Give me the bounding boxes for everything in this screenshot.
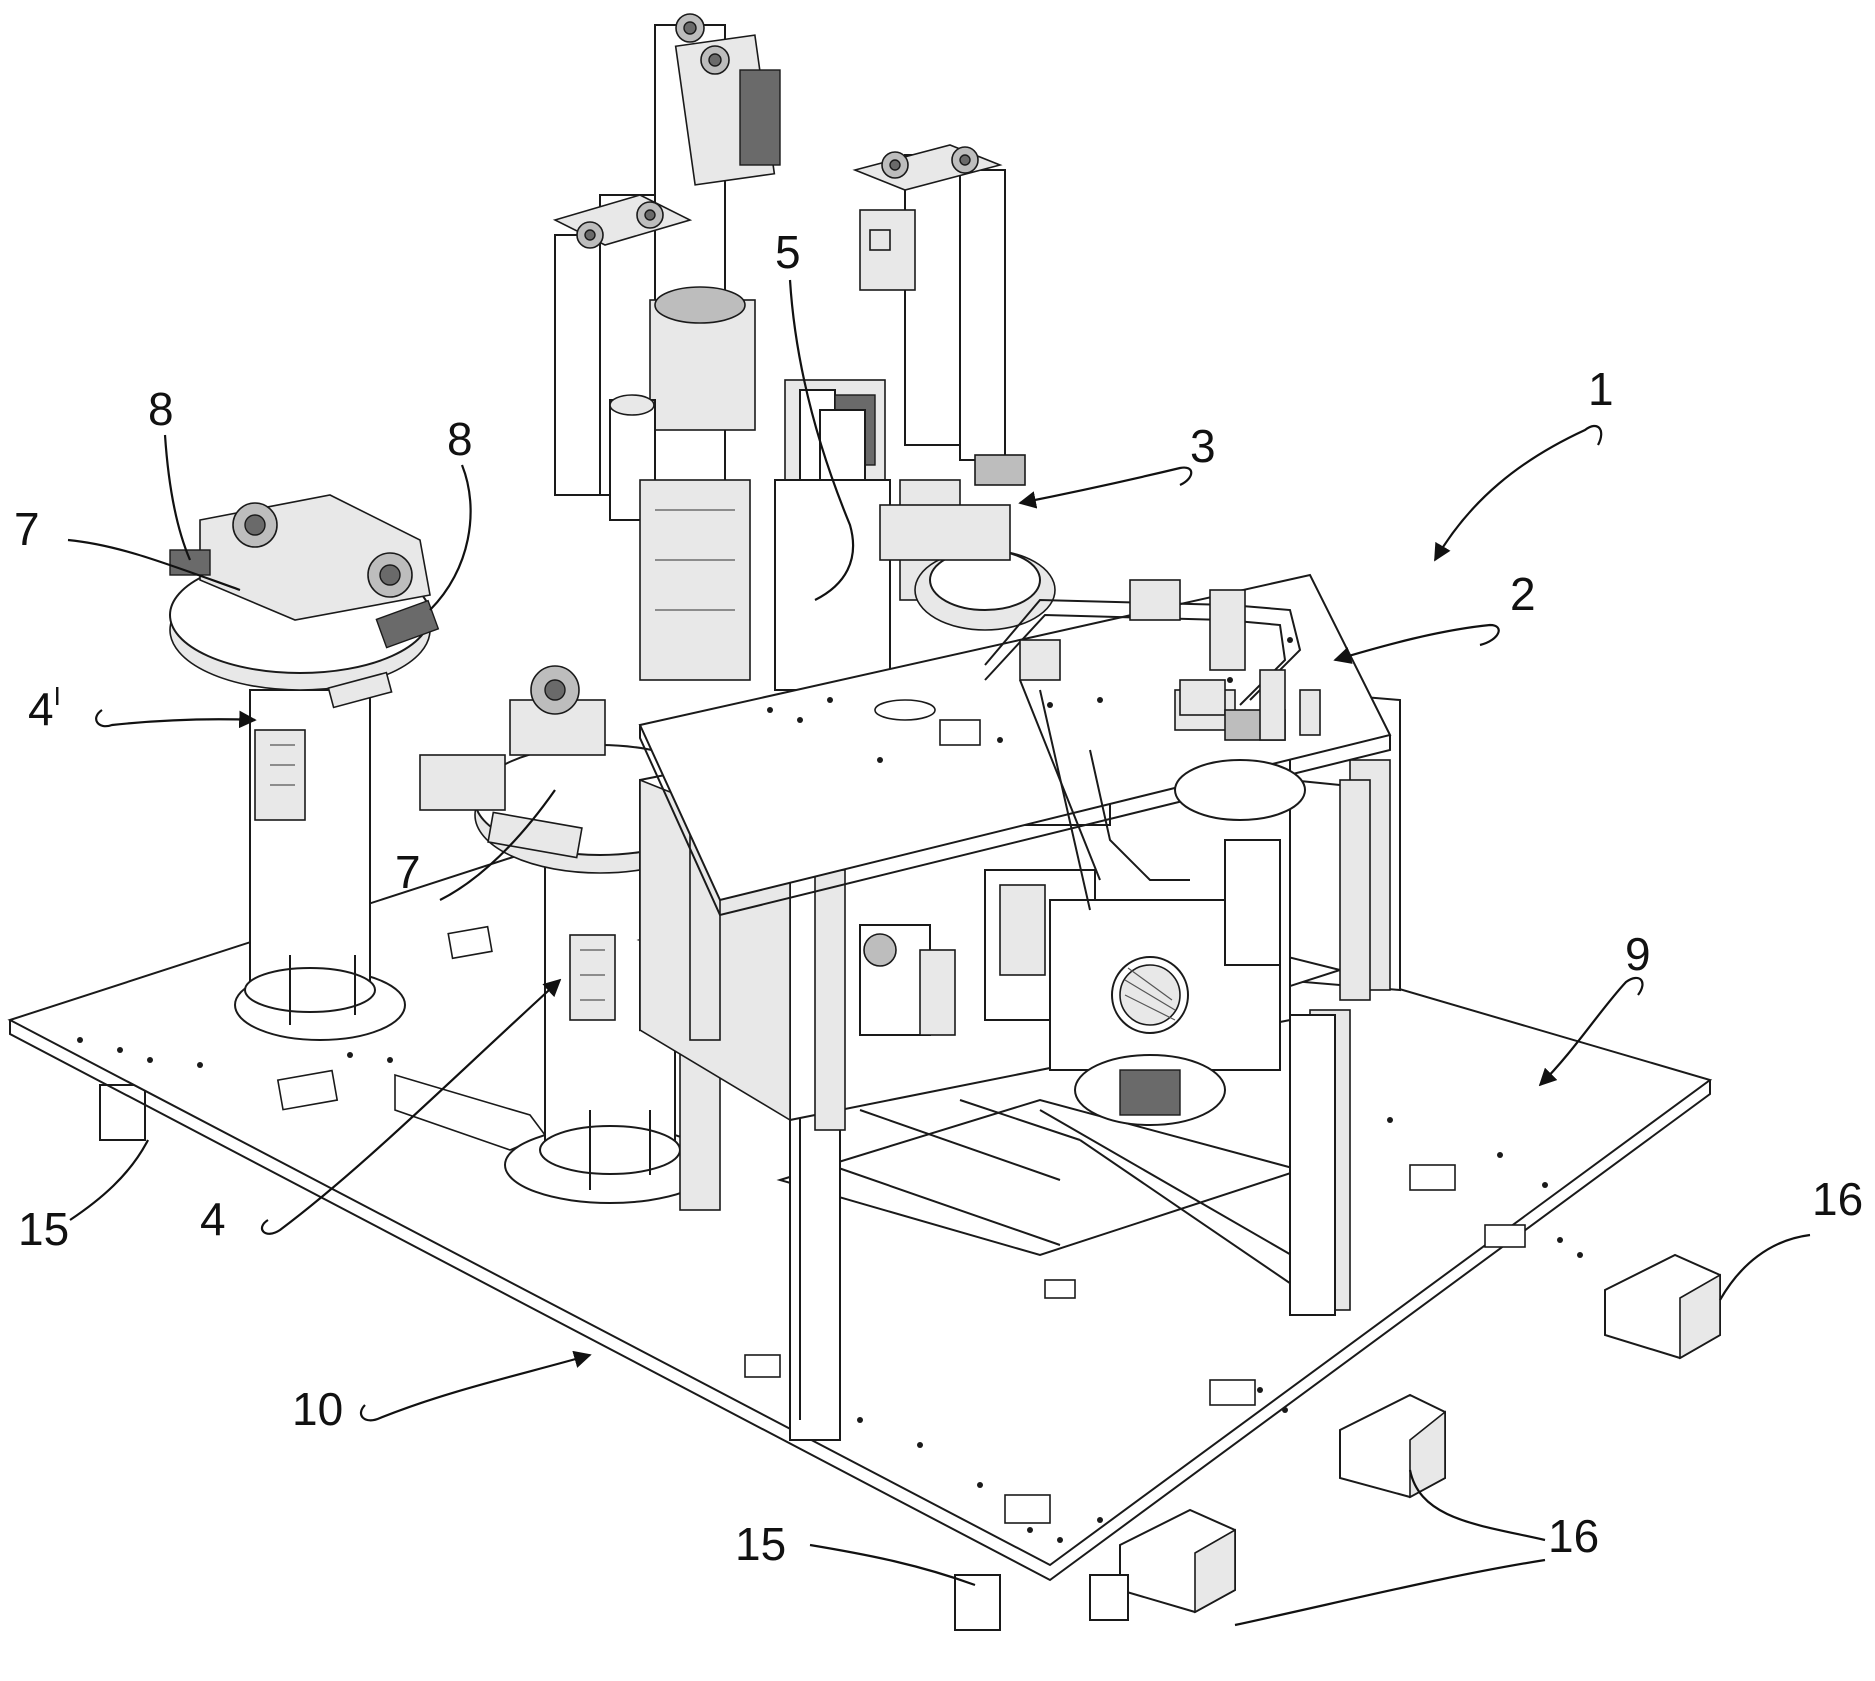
label-15-bottom: 15 bbox=[735, 1518, 786, 1570]
label-3: 3 bbox=[1190, 420, 1216, 472]
label-8-left: 8 bbox=[148, 383, 174, 435]
label-15-left: 15 bbox=[18, 1203, 69, 1255]
label-4-prime: 4I bbox=[28, 681, 61, 735]
rear-towers bbox=[555, 14, 1055, 690]
label-4: 4 bbox=[200, 1193, 226, 1245]
label-16-right: 16 bbox=[1812, 1173, 1863, 1225]
label-4-prime-main: 4 bbox=[28, 683, 54, 735]
label-7-center: 7 bbox=[395, 846, 421, 898]
label-2: 2 bbox=[1510, 568, 1536, 620]
label-9: 9 bbox=[1625, 928, 1651, 980]
label-10: 10 bbox=[292, 1383, 343, 1435]
label-8-right: 8 bbox=[447, 413, 473, 465]
label-5: 5 bbox=[775, 226, 801, 278]
label-1: 1 bbox=[1588, 363, 1614, 415]
label-7-left: 7 bbox=[14, 503, 40, 555]
label-16-mid: 16 bbox=[1548, 1510, 1599, 1562]
label-4-prime-sup: I bbox=[54, 681, 61, 711]
